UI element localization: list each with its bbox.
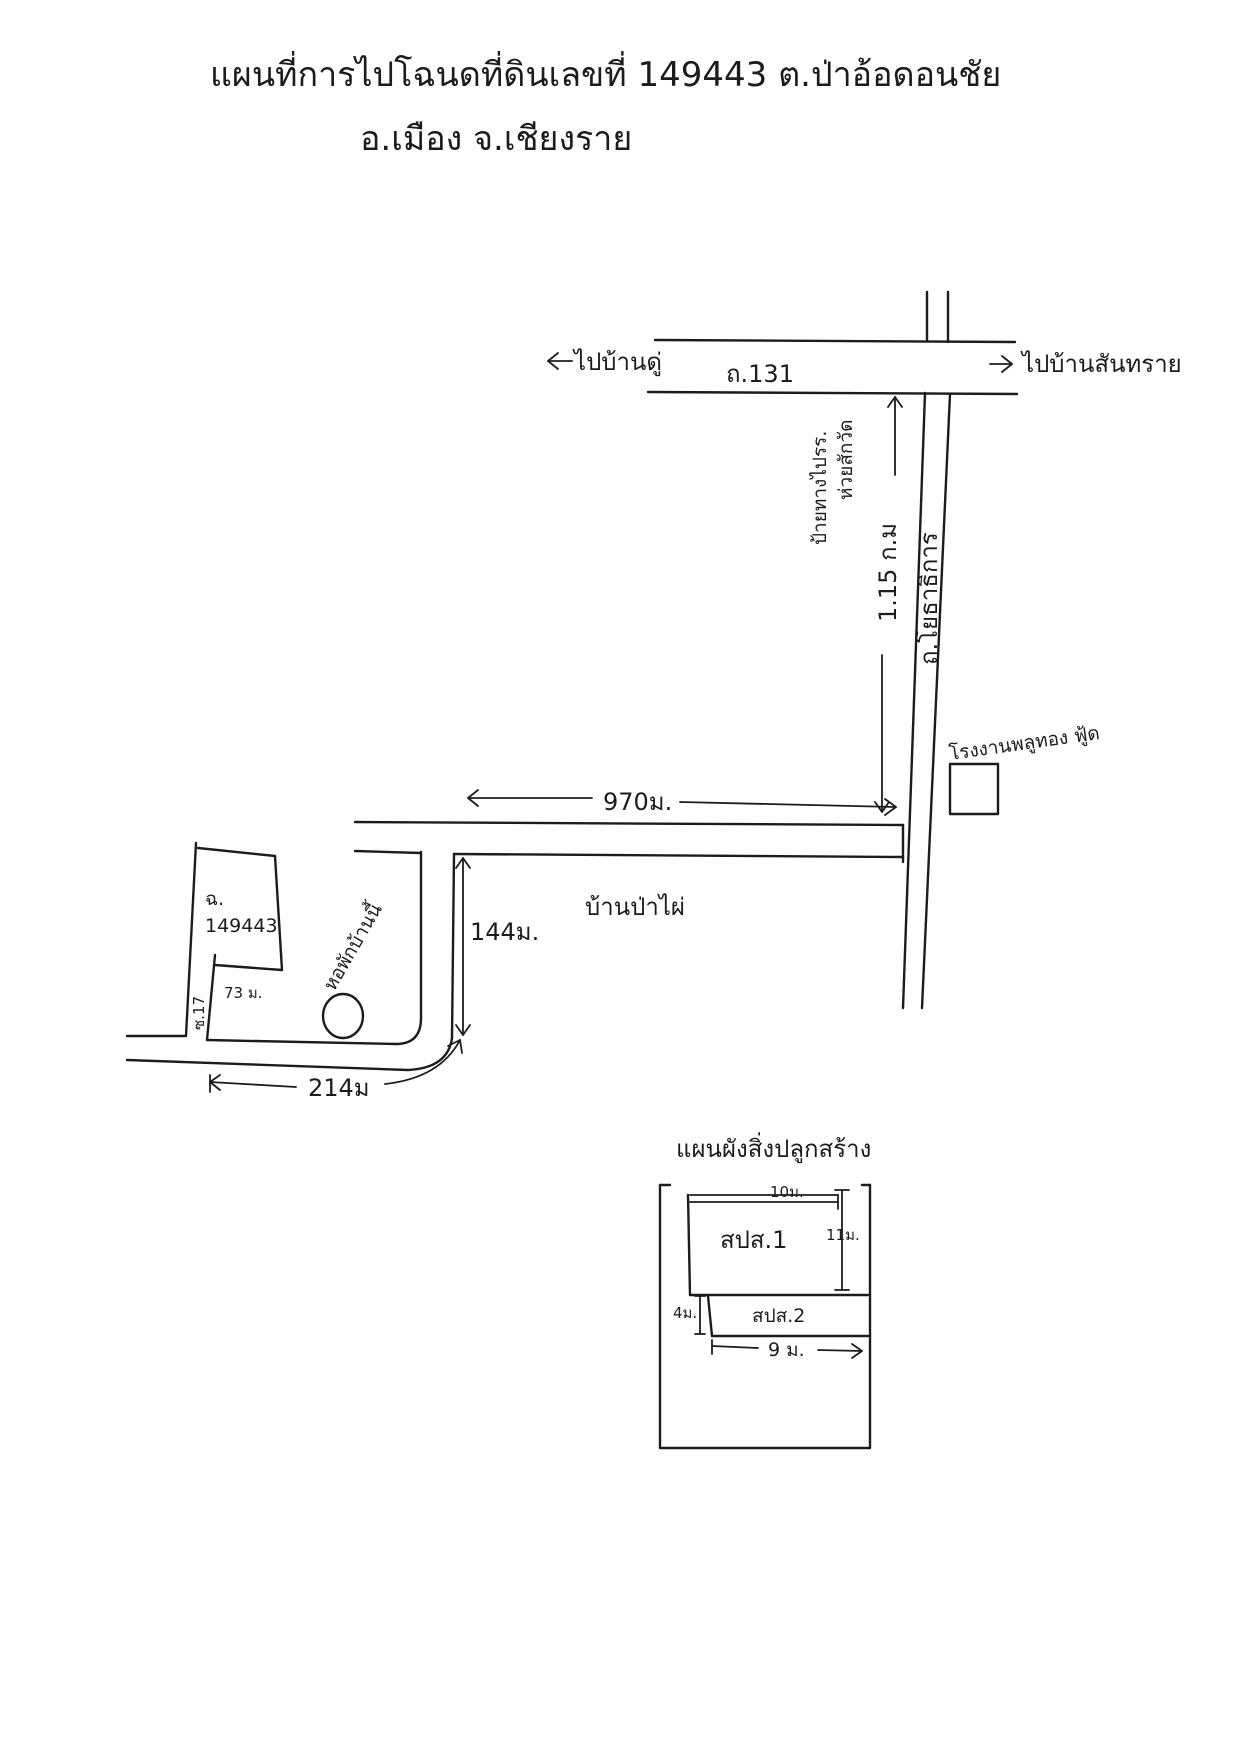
arrow-left-icon <box>547 352 573 370</box>
signpost-arrow-icon <box>887 396 903 476</box>
to-left-destination: ไปบ้านดู่ <box>572 348 662 377</box>
village-label: บ้านป่าไผ่ <box>585 893 685 921</box>
road-131 <box>646 338 1019 396</box>
signpost-label: ป้ายทางไปรร. <box>809 431 831 545</box>
dim-width-top: 10ม. <box>770 1183 804 1201</box>
building-1 <box>686 1193 870 1297</box>
lower-road <box>125 1034 410 1072</box>
plan-title: แผนผังสิ่งปลูกสร้าง <box>676 1132 871 1164</box>
dim-left-line <box>694 1295 706 1335</box>
road-131-label: ถ.131 <box>726 360 794 388</box>
side-soi-label: ซ.17 <box>190 996 208 1030</box>
map-title-line2: อ.เมือง จ.เชียงราย <box>360 119 632 159</box>
dim-bottom: 9 ม. <box>768 1339 805 1361</box>
land-parcel-outline <box>196 846 284 972</box>
parcel-label: ฉ. <box>205 888 224 910</box>
vertical-road <box>901 290 952 1010</box>
map-title-line1: แผนที่การไปโฉนดที่ดินเลขที่ 149443 ต.ป่า… <box>210 51 1001 95</box>
distance-1-15km: 1.15 ก.ม <box>874 523 902 622</box>
building-2 <box>706 1294 870 1338</box>
branch-road <box>353 820 905 859</box>
factory-label: โรงงานพลูทอง ฟู้ด <box>947 721 1101 765</box>
distance-970m-arrow <box>467 789 897 816</box>
dim-height-right: 11ม. <box>826 1226 860 1244</box>
dim-height-right-line <box>834 1189 850 1291</box>
vertical-road-name: ถ.โยธาธิการ <box>915 532 943 665</box>
plan-frame <box>658 1183 872 1450</box>
dim-width-top-line <box>689 1194 839 1210</box>
side-soi <box>184 841 217 1042</box>
distance-970m: 970ม. <box>603 788 672 816</box>
building-2-label: สปส.2 <box>752 1305 805 1327</box>
distance-1-15km-arrow <box>874 654 890 813</box>
to-right-destination: ไปบ้านสันทราย <box>1020 350 1182 378</box>
water-tower-circle <box>321 992 365 1040</box>
factory-building <box>948 762 1000 816</box>
soi-road <box>394 850 456 1072</box>
compound-boundary <box>353 849 423 855</box>
dim-bottom-line <box>711 1339 863 1359</box>
signpost-label-2: ห่วยสักวัด <box>835 420 857 500</box>
building-1-label: สปส.1 <box>720 1226 787 1254</box>
turn-arrow-icon <box>384 1039 463 1085</box>
distance-144m-arrow <box>455 857 471 1036</box>
distance-214m-arrow <box>209 1074 297 1093</box>
distance-73m: 73 ม. <box>224 984 263 1002</box>
parcel-number: 149443 <box>205 915 278 937</box>
water-tower-label: หอพักบ้านนี้ <box>317 898 387 994</box>
arrow-right-icon <box>989 355 1013 373</box>
distance-144m: 144ม. <box>470 918 539 946</box>
dim-left: 4ม. <box>673 1304 697 1322</box>
distance-214m: 214ม <box>308 1074 370 1102</box>
